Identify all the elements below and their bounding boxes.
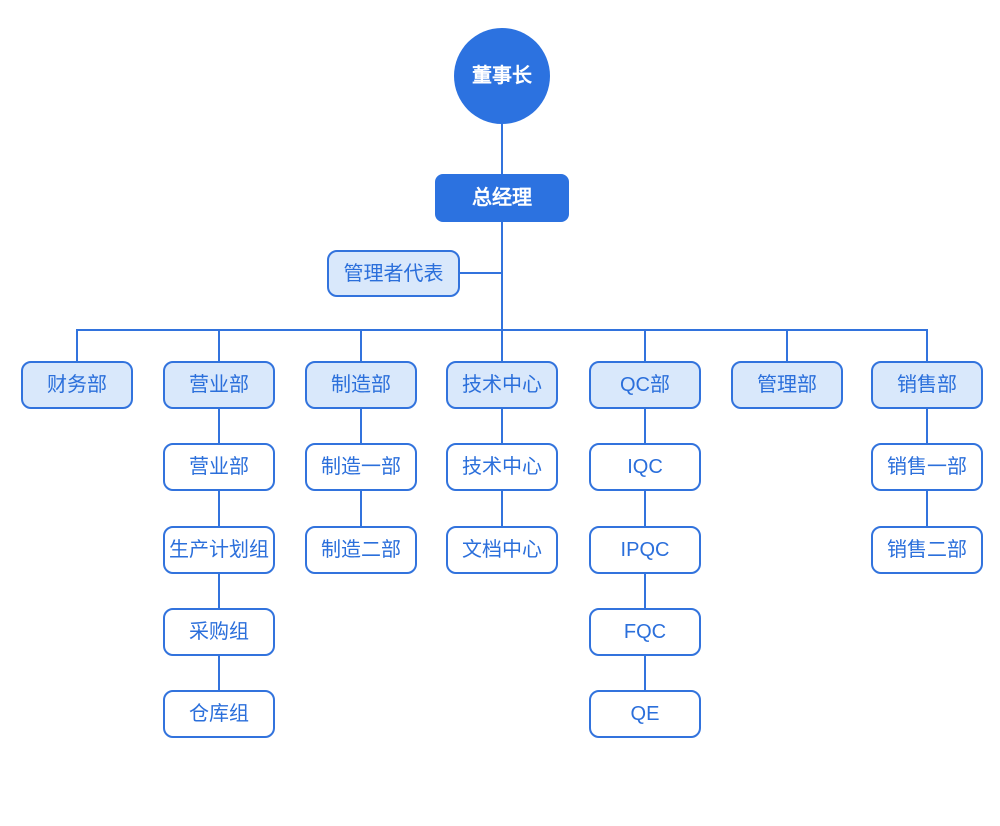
dept-finance: 财务部	[21, 361, 133, 409]
dept-admin: 管理部	[731, 361, 843, 409]
sub-manufacturing-2: 制造二部	[305, 526, 417, 574]
sub-sales-2: 销售二部	[871, 526, 983, 574]
node-chairman: 董事长	[454, 28, 550, 124]
dept-manufacturing: 制造部	[305, 361, 417, 409]
node-general-manager: 总经理	[435, 174, 569, 222]
sub-business-dept: 营业部	[163, 443, 275, 491]
sub-production-planning: 生产计划组	[163, 526, 275, 574]
sub-qe: QE	[589, 690, 701, 738]
dept-qc: QC部	[589, 361, 701, 409]
node-management-representative: 管理者代表	[327, 250, 460, 297]
sub-doc-center: 文档中心	[446, 526, 558, 574]
dept-sales: 销售部	[871, 361, 983, 409]
sub-ipqc: IPQC	[589, 526, 701, 574]
sub-tech-center: 技术中心	[446, 443, 558, 491]
sub-warehouse: 仓库组	[163, 690, 275, 738]
sub-purchasing: 采购组	[163, 608, 275, 656]
dept-business: 营业部	[163, 361, 275, 409]
sub-sales-1: 销售一部	[871, 443, 983, 491]
sub-iqc: IQC	[589, 443, 701, 491]
sub-manufacturing-1: 制造一部	[305, 443, 417, 491]
dept-tech-center: 技术中心	[446, 361, 558, 409]
sub-fqc: FQC	[589, 608, 701, 656]
